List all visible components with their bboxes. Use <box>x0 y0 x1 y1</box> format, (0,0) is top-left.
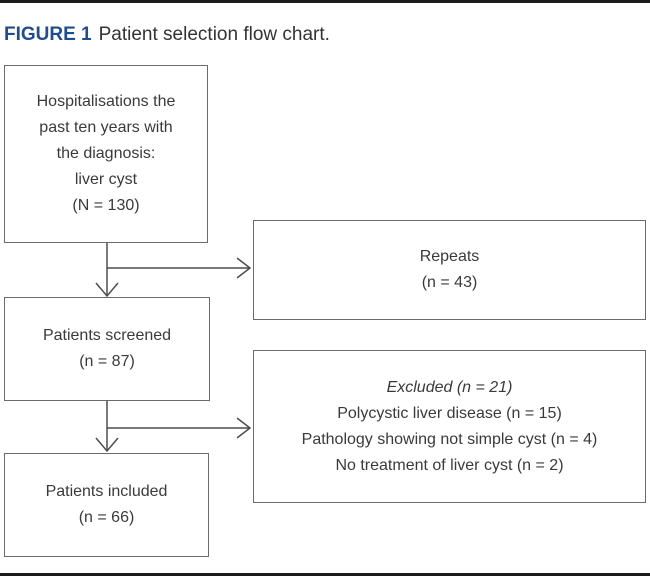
box-text-line: (n = 66) <box>78 509 135 526</box>
box-patients-screened: Patients screened (n = 87) <box>4 297 210 401</box>
box-text-line: Repeats <box>419 248 480 265</box>
box-text-line: Patients screened <box>42 327 172 344</box>
box-text-line: the diagnosis: <box>56 145 156 162</box>
arrowhead-right-repeats <box>236 257 252 279</box>
arrowhead-down-screened <box>95 282 119 298</box>
box-text-line: past ten years with <box>39 119 173 136</box>
box-text-line: Pathology showing not simple cyst (n = 4… <box>301 430 598 448</box>
box-text-line: liver cyst <box>74 171 138 188</box>
box-text-line: Patients included <box>45 483 168 500</box>
box-text-line: (N = 130) <box>72 197 140 214</box>
box-text-line: Polycystic liver disease (n = 15) <box>337 404 562 422</box>
bottom-rule <box>0 573 650 576</box>
box-text-line: (n = 87) <box>79 353 135 370</box>
arrowhead-right-excluded <box>236 417 252 439</box>
box-patients-included: Patients included (n = 66) <box>4 453 209 557</box>
box-text-line: Hospitalisations the <box>36 93 176 110</box>
figure-caption-text: Patient selection flow chart. <box>98 24 330 45</box>
box-hospitalisations: Hospitalisations the past ten years with… <box>4 65 208 243</box>
figure-caption: FIGURE 1 Patient selection flow chart. <box>4 24 330 46</box>
box-repeats: Repeats (n = 43) <box>253 220 646 320</box>
excluded-title: Excluded (n = 21) <box>386 378 513 396</box>
box-excluded: Excluded (n = 21) Polycystic liver disea… <box>253 350 646 503</box>
box-text-line: No treatment of liver cyst (n = 2) <box>335 456 564 474</box>
top-rule <box>0 0 650 3</box>
box-text-line: (n = 43) <box>421 274 478 291</box>
figure-label: FIGURE 1 <box>4 24 92 45</box>
arrowhead-down-included <box>95 437 119 453</box>
